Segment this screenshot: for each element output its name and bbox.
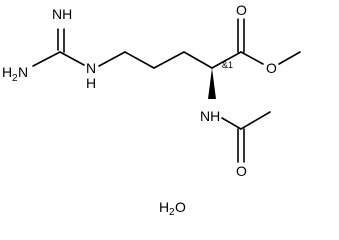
atom-guanidine-n: N xyxy=(86,60,96,76)
water-h: H xyxy=(159,199,169,215)
atom-amino-sub: 2 xyxy=(12,73,18,84)
water-sub: 2 xyxy=(169,207,175,216)
bond-c2-c3 xyxy=(153,51,185,69)
atom-ester-o: O xyxy=(266,60,277,76)
bond-n-c1 xyxy=(98,51,126,67)
bond-c-nh2 xyxy=(32,51,61,67)
atom-guanidine-h: H xyxy=(86,75,96,91)
chemical-structure: NH H 2 N N H O O &1 NH O H 2 O xyxy=(2,2,301,216)
bond-nh-cacyl xyxy=(221,117,242,130)
atom-carbonyl-o: O xyxy=(236,2,247,18)
atom-imine-nh: NH xyxy=(52,6,72,22)
stereo-label: &1 xyxy=(222,60,233,70)
wedge-bond xyxy=(208,68,216,99)
water-o: O xyxy=(175,199,186,215)
bond-oester-methyl xyxy=(278,51,301,65)
bond-calpha-ccarbonyl xyxy=(211,51,242,69)
atom-amino-n: N xyxy=(18,64,28,80)
bond-c1-c2 xyxy=(124,51,155,69)
bond-c3-calpha xyxy=(183,51,213,69)
bond-c-oester xyxy=(240,51,264,65)
bond-cacyl-methyl xyxy=(240,111,271,130)
bond-c-n xyxy=(59,51,85,66)
atom-amide-nh: NH xyxy=(200,108,220,124)
atom-amino-h: H xyxy=(2,64,12,80)
atom-amide-o: O xyxy=(236,163,247,179)
